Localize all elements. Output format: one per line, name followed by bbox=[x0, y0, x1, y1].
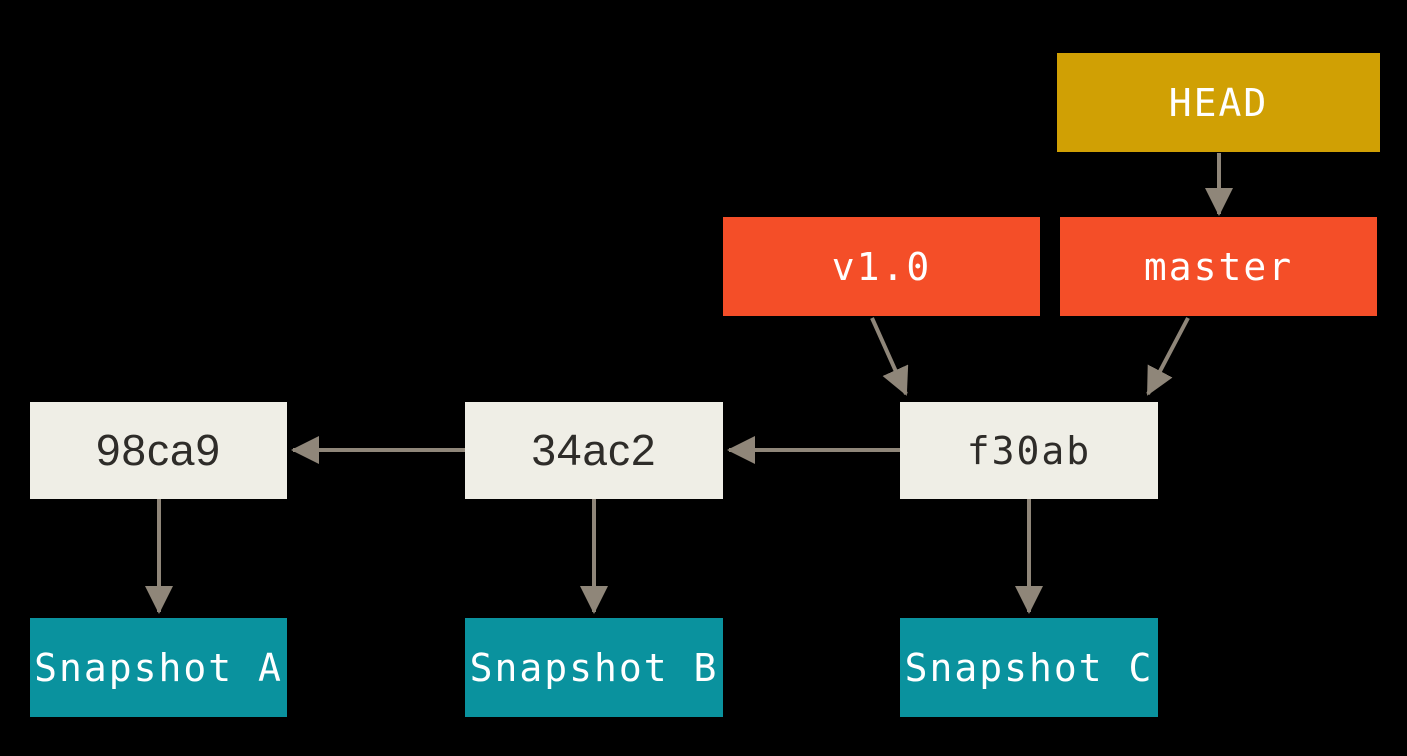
snapshot-a-label: Snapshot A bbox=[34, 645, 283, 690]
snapshot-b-label: Snapshot B bbox=[469, 645, 719, 690]
branch-master-label: master bbox=[1143, 244, 1294, 289]
head-ref-node: HEAD bbox=[1057, 53, 1380, 152]
commit-f30ab-node: f30ab bbox=[900, 402, 1158, 499]
tag-v1-0-node: v1.0 bbox=[723, 217, 1040, 316]
commit-98ca9-label: 98ca9 bbox=[96, 425, 221, 475]
snapshot-c-label: Snapshot C bbox=[904, 645, 1154, 690]
head-ref-label: HEAD bbox=[1168, 80, 1269, 125]
commit-34ac2-label: 34ac2 bbox=[531, 425, 657, 475]
commit-f30ab-label: f30ab bbox=[966, 428, 1092, 473]
tag-v1-0-label: v1.0 bbox=[831, 244, 932, 289]
arrow-v1-0-to-f30ab bbox=[870, 317, 909, 396]
snapshot-a-node: Snapshot A bbox=[30, 618, 287, 717]
commit-34ac2-node: 34ac2 bbox=[465, 402, 723, 499]
snapshot-b-node: Snapshot B bbox=[465, 618, 723, 717]
branch-master-node: master bbox=[1060, 217, 1377, 316]
arrow-master-to-f30ab bbox=[1146, 317, 1190, 396]
snapshot-c-node: Snapshot C bbox=[900, 618, 1158, 717]
commit-98ca9-node: 98ca9 bbox=[30, 402, 287, 499]
